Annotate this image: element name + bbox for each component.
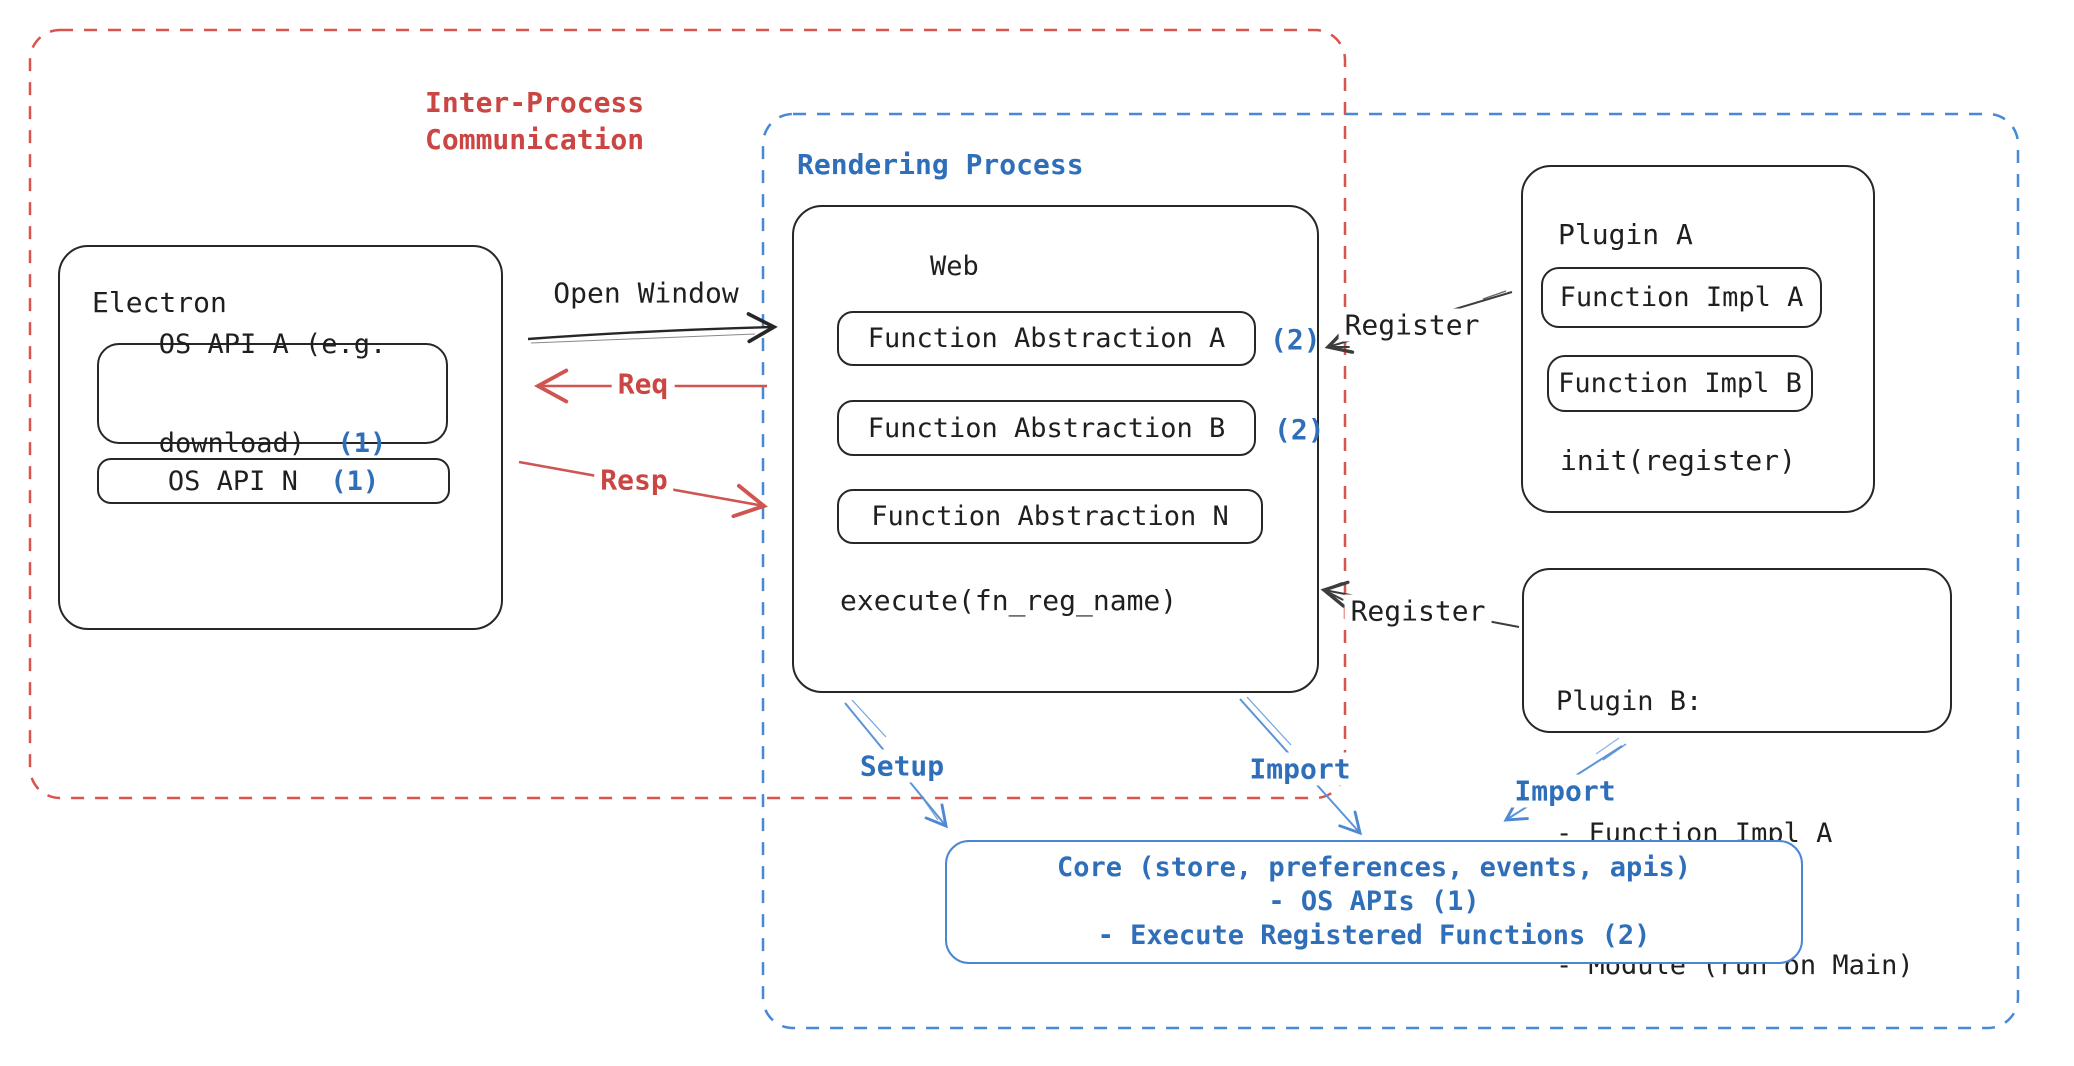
import-mid-label: Import [1243, 752, 1357, 786]
os-api-a-node: OS API A (e.g. download) (1) [97, 329, 448, 459]
function-impl-a-label: Function Impl A [1559, 282, 1804, 313]
core-line2: - OS APIs (1) [1268, 886, 1480, 917]
setup-label: Setup [853, 749, 951, 783]
open-window-arrow [527, 312, 778, 344]
function-abstraction-a-badge: (2) [1270, 323, 1321, 356]
register-top-label: Register [1338, 308, 1486, 342]
init-register-label: init(register) [1560, 444, 1797, 477]
execute-label: execute(fn_reg_name) [840, 584, 1178, 617]
os-api-a-badge: (1) [337, 427, 387, 459]
function-impl-a-node: Function Impl A [1541, 267, 1822, 328]
function-abstraction-a-node: Function Abstraction A [837, 311, 1256, 366]
plugin-b-text: Plugin B: - Function Impl A - Module (ru… [1556, 592, 1914, 1066]
function-abstraction-n-label: Function Abstraction N [871, 501, 1229, 532]
function-abstraction-b-label: Function Abstraction B [867, 412, 1226, 444]
import-right-label: Import [1508, 774, 1622, 808]
os-api-n-label: OS API N [167, 465, 298, 497]
function-impl-b-label: Function Impl B [1558, 368, 1802, 399]
os-api-n-node: OS API N (1) [97, 458, 450, 504]
function-impl-b-node: Function Impl B [1547, 355, 1813, 412]
core-node: Core (store, preferences, events, apis) … [945, 840, 1803, 964]
os-api-a-line1: OS API A (e.g. [158, 328, 387, 360]
function-abstraction-a-label: Function Abstraction A [867, 323, 1226, 354]
core-line1: Core (store, preferences, events, apis) [1057, 852, 1691, 883]
function-abstraction-b-badge: (2) [1274, 413, 1325, 446]
open-window-label: Open Window [553, 276, 739, 310]
function-abstraction-b-node: Function Abstraction B [837, 400, 1256, 456]
resp-label: Resp [594, 463, 674, 497]
plugin-b-line1: Plugin B: [1556, 686, 1703, 717]
ipc-group-label: Inter-Process Communication [425, 86, 645, 156]
function-abstraction-n-node: Function Abstraction N [837, 489, 1263, 544]
core-line3: - Execute Registered Functions (2) [1097, 920, 1651, 951]
rendering-group-label: Rendering Process [797, 148, 1084, 181]
plugin-a-title: Plugin A [1558, 218, 1693, 251]
register-bottom-label: Register [1344, 594, 1492, 628]
req-label: Req [611, 367, 675, 401]
web-title: Web [930, 251, 979, 282]
os-api-a-line2: download) [158, 427, 305, 459]
os-api-n-badge: (1) [330, 465, 380, 497]
